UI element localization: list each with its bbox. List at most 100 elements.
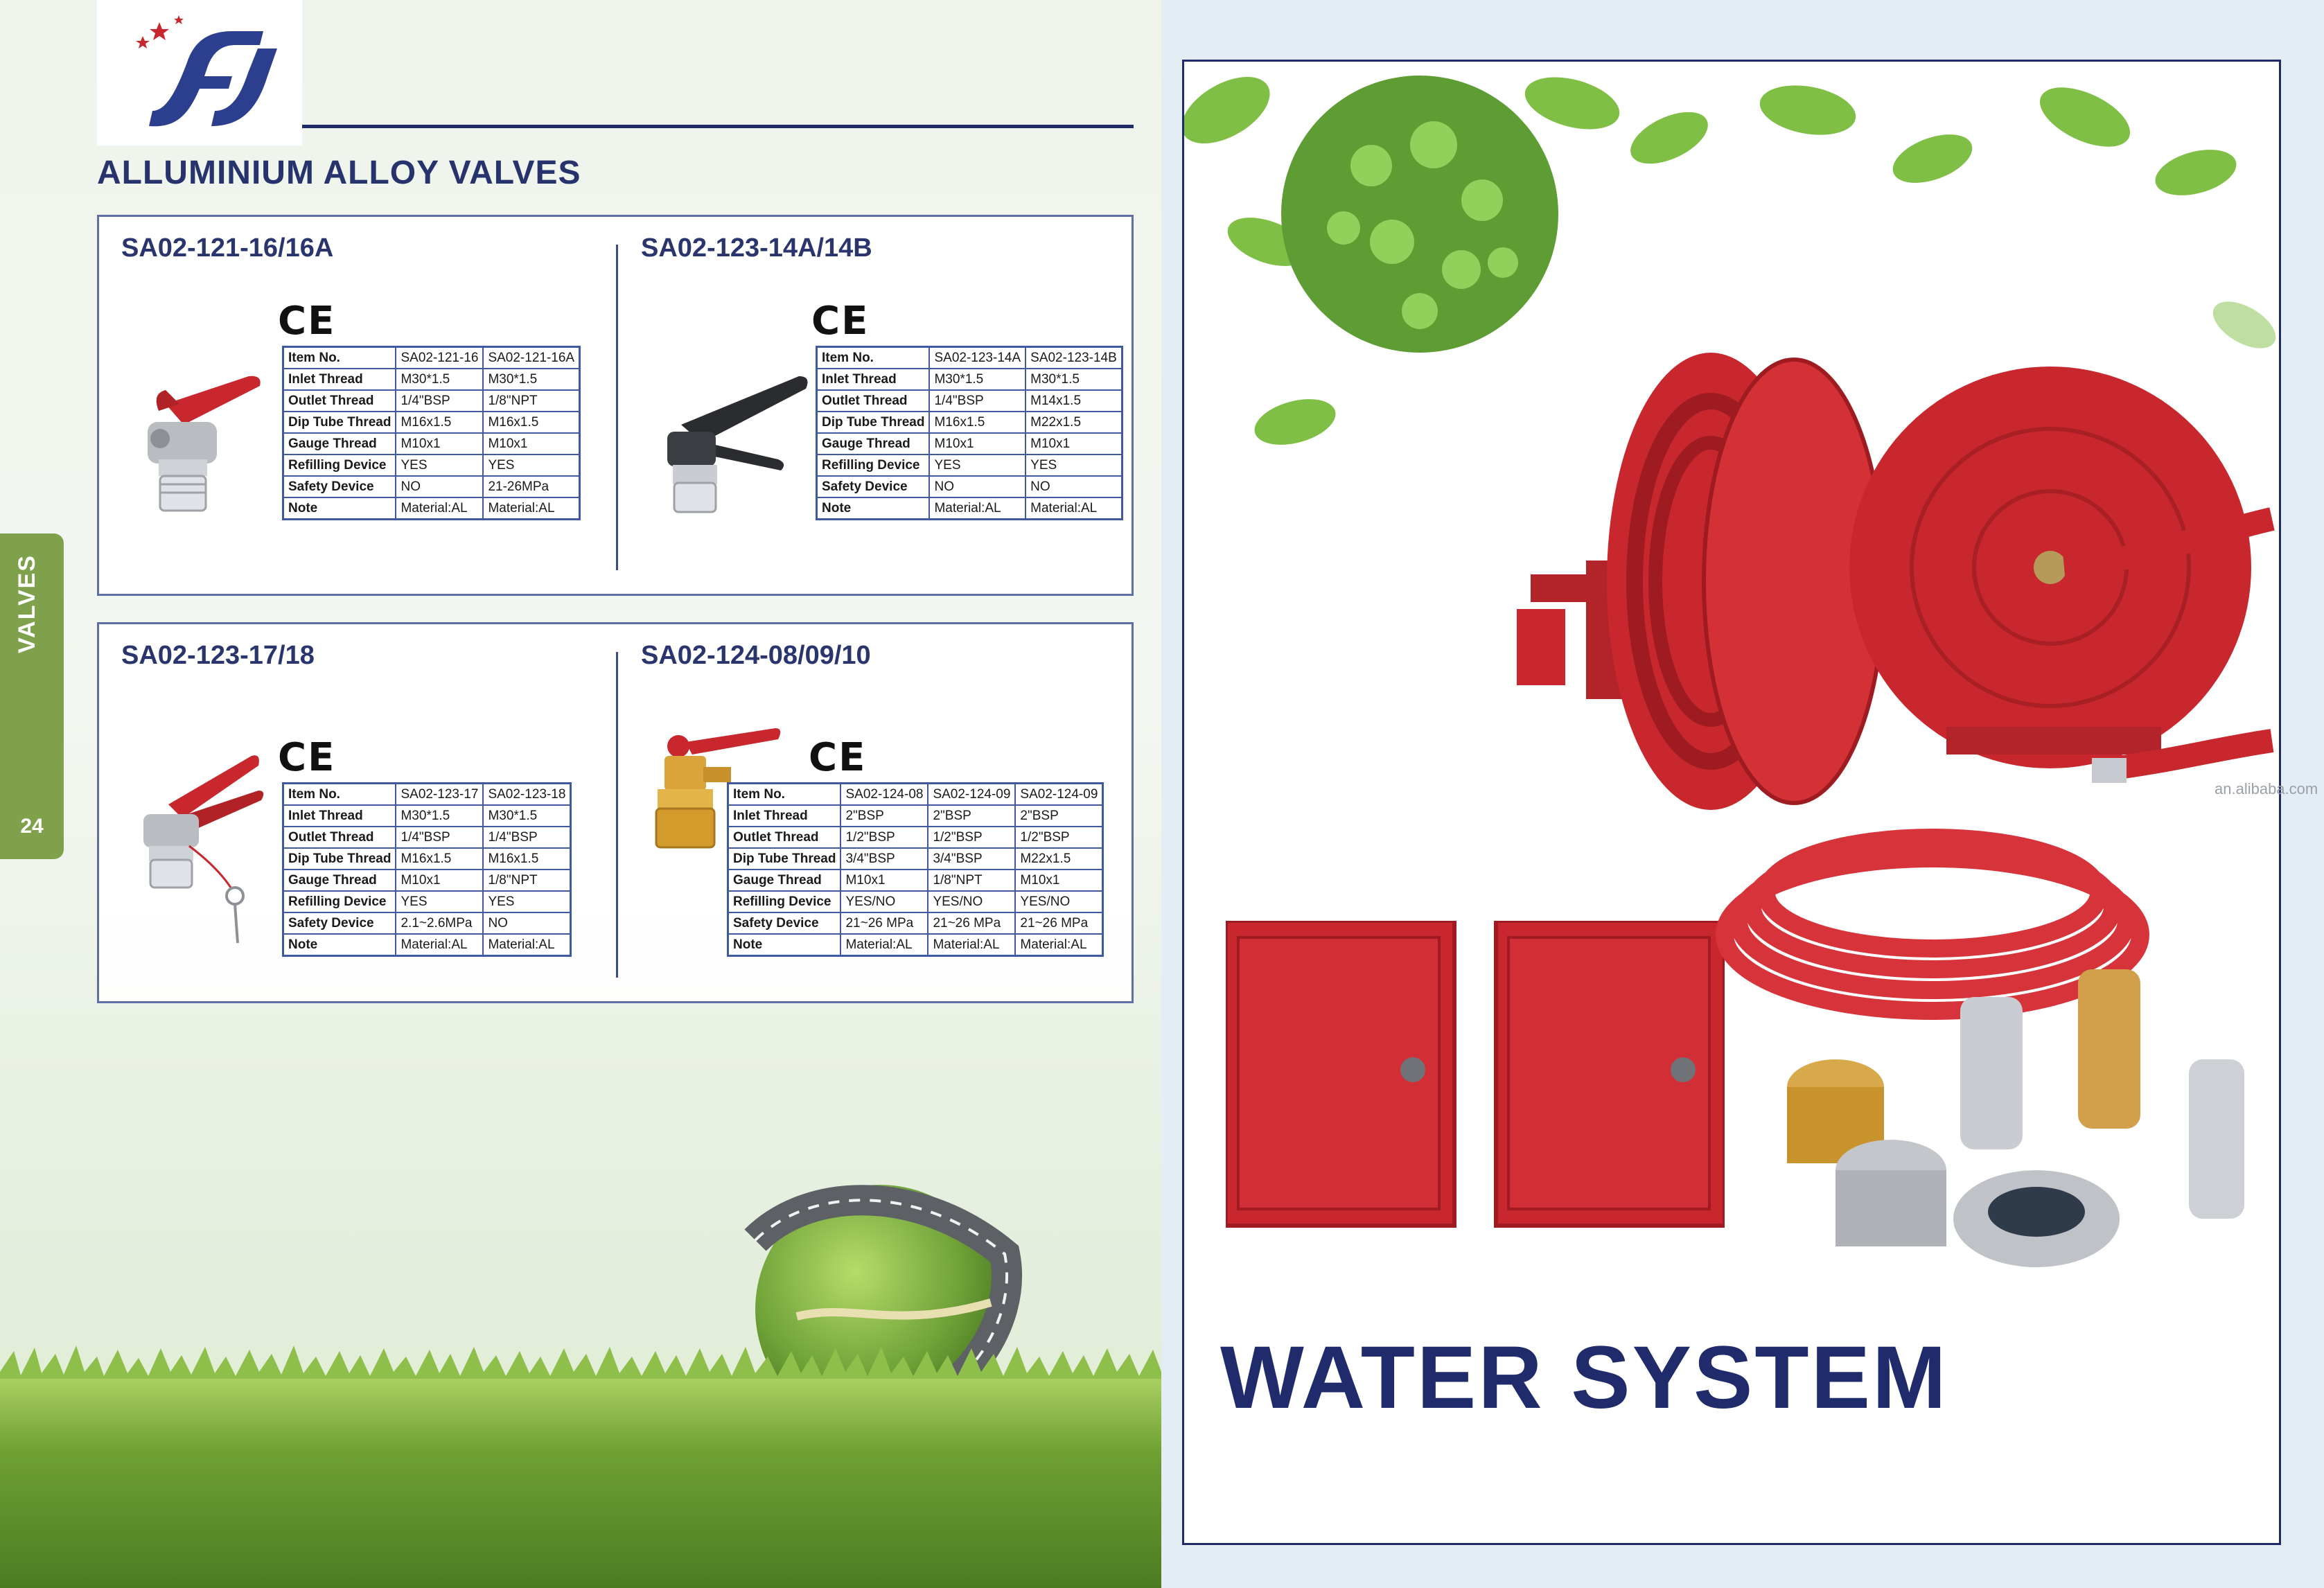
spec-label: Outlet Thread: [816, 389, 931, 412]
spec-value: SA02-123-17: [395, 782, 484, 806]
brand-logo: [97, 0, 302, 145]
spec-label: Gauge Thread: [816, 432, 931, 455]
spec-label: Outlet Thread: [282, 389, 397, 412]
spec-value: 1/2"BSP: [927, 826, 1016, 849]
ce-mark: CE: [811, 299, 870, 344]
panel-divider: [616, 652, 618, 978]
panel-divider: [616, 245, 618, 570]
spec-value: YES: [395, 890, 484, 913]
spec-value: YES/NO: [927, 890, 1016, 913]
spec-value: M16x1.5: [482, 847, 572, 870]
spec-value: 3/4"BSP: [840, 847, 929, 870]
product-code: SA02-124-08/09/10: [641, 641, 871, 670]
spec-label: Dip Tube Thread: [282, 847, 397, 870]
hose-reel-image: [1517, 353, 2275, 810]
spec-value: 2"BSP: [927, 804, 1016, 827]
spec-value: 21~26 MPa: [927, 912, 1016, 935]
spec-value: M10x1: [928, 432, 1027, 455]
spec-label: Inlet Thread: [282, 368, 397, 391]
spec-value: 1/4"BSP: [928, 389, 1027, 412]
spec-value: SA02-123-18: [482, 782, 572, 806]
spec-value: 1/8"NPT: [482, 389, 581, 412]
spec-value: M30*1.5: [482, 368, 581, 391]
spec-value: SA02-121-16: [395, 346, 484, 369]
right-page: WATER SYSTEM an.alibaba.com: [1161, 0, 2324, 1588]
spec-value: M22x1.5: [1014, 847, 1104, 870]
spec-label: Gauge Thread: [282, 432, 397, 455]
product-code: SA02-121-16/16A: [121, 233, 334, 263]
valve-image: [667, 376, 808, 513]
spec-value: Material:AL: [1025, 497, 1123, 520]
cabinet-image: [1226, 921, 1725, 1228]
spec-value: 2"BSP: [1014, 804, 1104, 827]
product-card: SA02-124-08/09/10 CE Item No.SA02-124-08…: [619, 624, 1136, 1001]
spec-value: YES: [482, 454, 581, 477]
spec-label: Gauge Thread: [727, 869, 842, 892]
spec-value: Material:AL: [482, 497, 581, 520]
spec-value: M30*1.5: [482, 804, 572, 827]
spec-value: Material:AL: [1014, 933, 1104, 957]
spec-value: M30*1.5: [395, 368, 484, 391]
spec-value: 1/4"BSP: [395, 389, 484, 412]
spec-label: Refilling Device: [282, 454, 397, 477]
spec-value: 1/4"BSP: [482, 826, 572, 849]
spec-value: SA02-124-09: [1014, 782, 1104, 806]
product-code: SA02-123-14A/14B: [641, 233, 872, 263]
valve-image: [143, 755, 264, 944]
spec-label: Safety Device: [727, 912, 842, 935]
spec-label: Gauge Thread: [282, 869, 397, 892]
ce-mark: CE: [278, 299, 336, 344]
spec-value: YES: [395, 454, 484, 477]
spec-value: Material:AL: [395, 497, 484, 520]
spec-value: NO: [928, 475, 1027, 498]
spec-label: Inlet Thread: [727, 804, 842, 827]
spec-label: Safety Device: [282, 475, 397, 498]
spec-value: M16x1.5: [928, 411, 1027, 434]
spec-value: 21~26 MPa: [1014, 912, 1104, 935]
spec-label: Note: [282, 497, 397, 520]
spec-value: YES/NO: [1014, 890, 1104, 913]
section-tab: VALVES 24: [0, 533, 64, 859]
spec-label: Refilling Device: [727, 890, 842, 913]
spec-value: SA02-123-14B: [1025, 346, 1123, 369]
spec-label: Dip Tube Thread: [727, 847, 842, 870]
page-number: 24: [20, 815, 44, 838]
spec-value: 1/8"NPT: [927, 869, 1016, 892]
grass-field: [0, 1379, 1161, 1588]
spec-value: Material:AL: [840, 933, 929, 957]
spec-value: YES: [928, 454, 1027, 477]
spec-value: 21-26MPa: [482, 475, 581, 498]
spec-label: Refilling Device: [816, 454, 931, 477]
spec-value: M10x1: [395, 869, 484, 892]
spec-label: Inlet Thread: [282, 804, 397, 827]
left-page: ALLUMINIUM ALLOY VALVES VALVES 24 SA02-1…: [0, 0, 1161, 1588]
spec-label: Safety Device: [816, 475, 931, 498]
spec-value: YES: [1025, 454, 1123, 477]
spec-value: SA02-124-09: [927, 782, 1016, 806]
spec-value: M22x1.5: [1025, 411, 1123, 434]
spec-value: 21~26 MPa: [840, 912, 929, 935]
spec-value: M10x1: [395, 432, 484, 455]
